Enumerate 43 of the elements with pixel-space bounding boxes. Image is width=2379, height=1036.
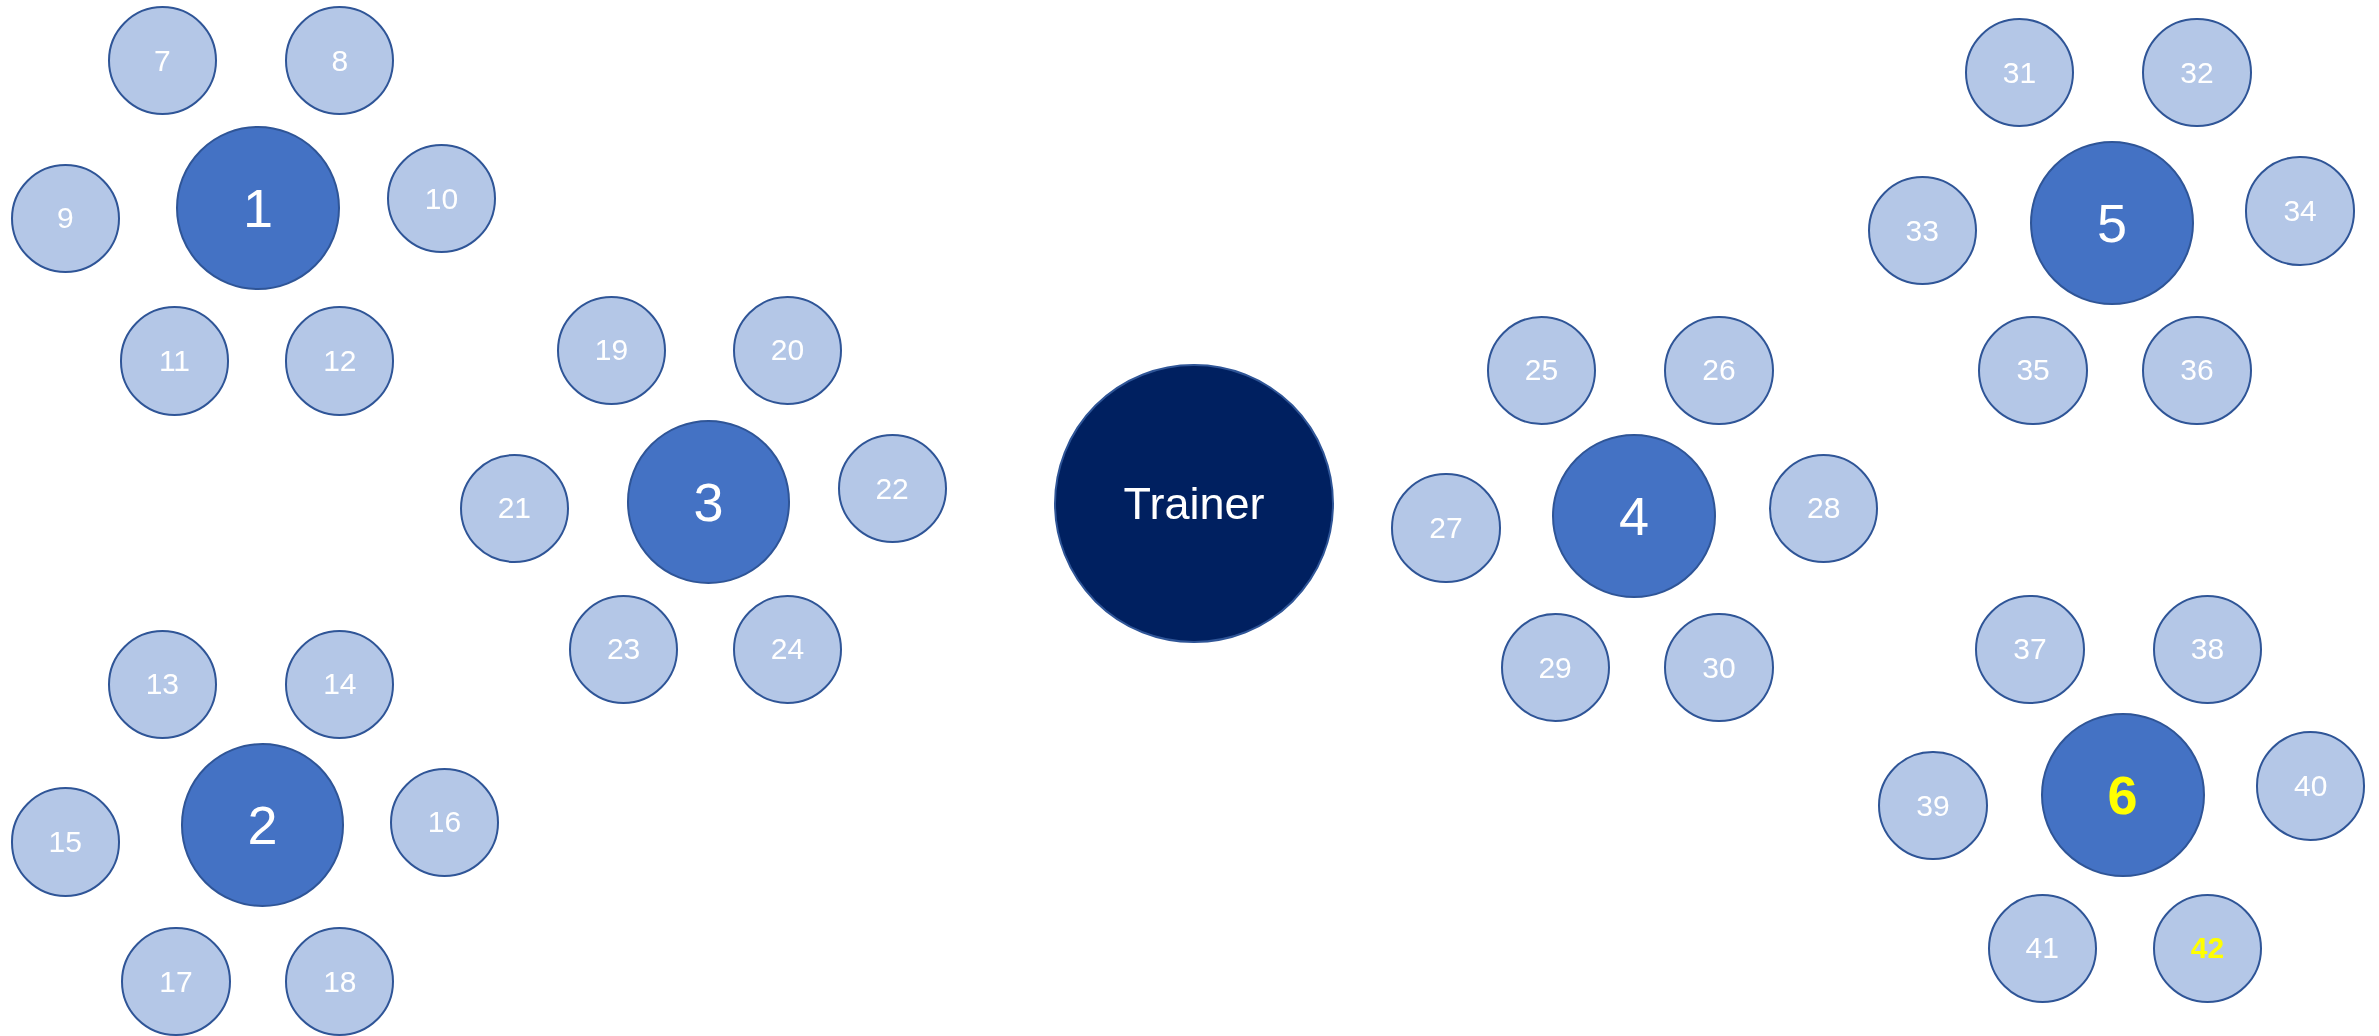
seat-circle: 40 bbox=[2256, 731, 2366, 841]
seat-circle: 16 bbox=[389, 767, 500, 877]
seat-circle: 14 bbox=[285, 629, 395, 739]
group-circle: 2 bbox=[180, 743, 345, 908]
seat-circle: 42 bbox=[2152, 893, 2263, 1003]
seat-circle: 10 bbox=[386, 144, 497, 254]
seat-circle: 11 bbox=[119, 306, 230, 416]
seat-circle: 28 bbox=[1769, 453, 1879, 563]
group-circle: 3 bbox=[626, 420, 791, 585]
seat-circle: 34 bbox=[2245, 156, 2355, 266]
seat-circle: 25 bbox=[1486, 315, 1597, 425]
seat-circle: 20 bbox=[732, 295, 843, 406]
seat-circle: 24 bbox=[732, 594, 843, 704]
group-circle: 1 bbox=[176, 125, 340, 290]
group-circle: 6 bbox=[2040, 713, 2205, 877]
seat-circle: 33 bbox=[1867, 176, 1977, 286]
seat-circle: 39 bbox=[1878, 751, 1988, 861]
seat-circle: 32 bbox=[2142, 18, 2252, 128]
seat-circle: 12 bbox=[285, 306, 395, 416]
seat-circle: 31 bbox=[1964, 18, 2075, 128]
seat-circle: 29 bbox=[1500, 612, 1610, 723]
group-circle: 5 bbox=[2030, 141, 2194, 305]
seat-circle: 27 bbox=[1391, 473, 1501, 583]
seat-circle: 15 bbox=[10, 787, 120, 897]
trainer-circle: Trainer bbox=[1054, 364, 1334, 644]
seat-circle: 22 bbox=[837, 433, 947, 544]
seat-circle: 23 bbox=[568, 594, 679, 704]
seat-circle: 19 bbox=[556, 295, 667, 406]
seat-circle: 17 bbox=[121, 927, 231, 1036]
seat-circle: 8 bbox=[285, 6, 395, 116]
seat-circle: 18 bbox=[285, 927, 395, 1036]
seat-circle: 38 bbox=[2152, 594, 2263, 704]
seat-circle: 30 bbox=[1664, 612, 1774, 723]
seat-circle: 9 bbox=[10, 163, 120, 274]
seat-circle: 21 bbox=[459, 453, 569, 563]
seat-circle: 35 bbox=[1978, 315, 2088, 425]
seat-circle: 37 bbox=[1975, 594, 2085, 704]
seat-circle: 36 bbox=[2142, 315, 2252, 425]
seat-circle: 26 bbox=[1664, 315, 1774, 425]
seat-circle: 41 bbox=[1987, 893, 2097, 1003]
seat-circle: 13 bbox=[107, 629, 217, 739]
seat-circle: 7 bbox=[107, 6, 217, 116]
group-circle: 4 bbox=[1552, 433, 1716, 598]
